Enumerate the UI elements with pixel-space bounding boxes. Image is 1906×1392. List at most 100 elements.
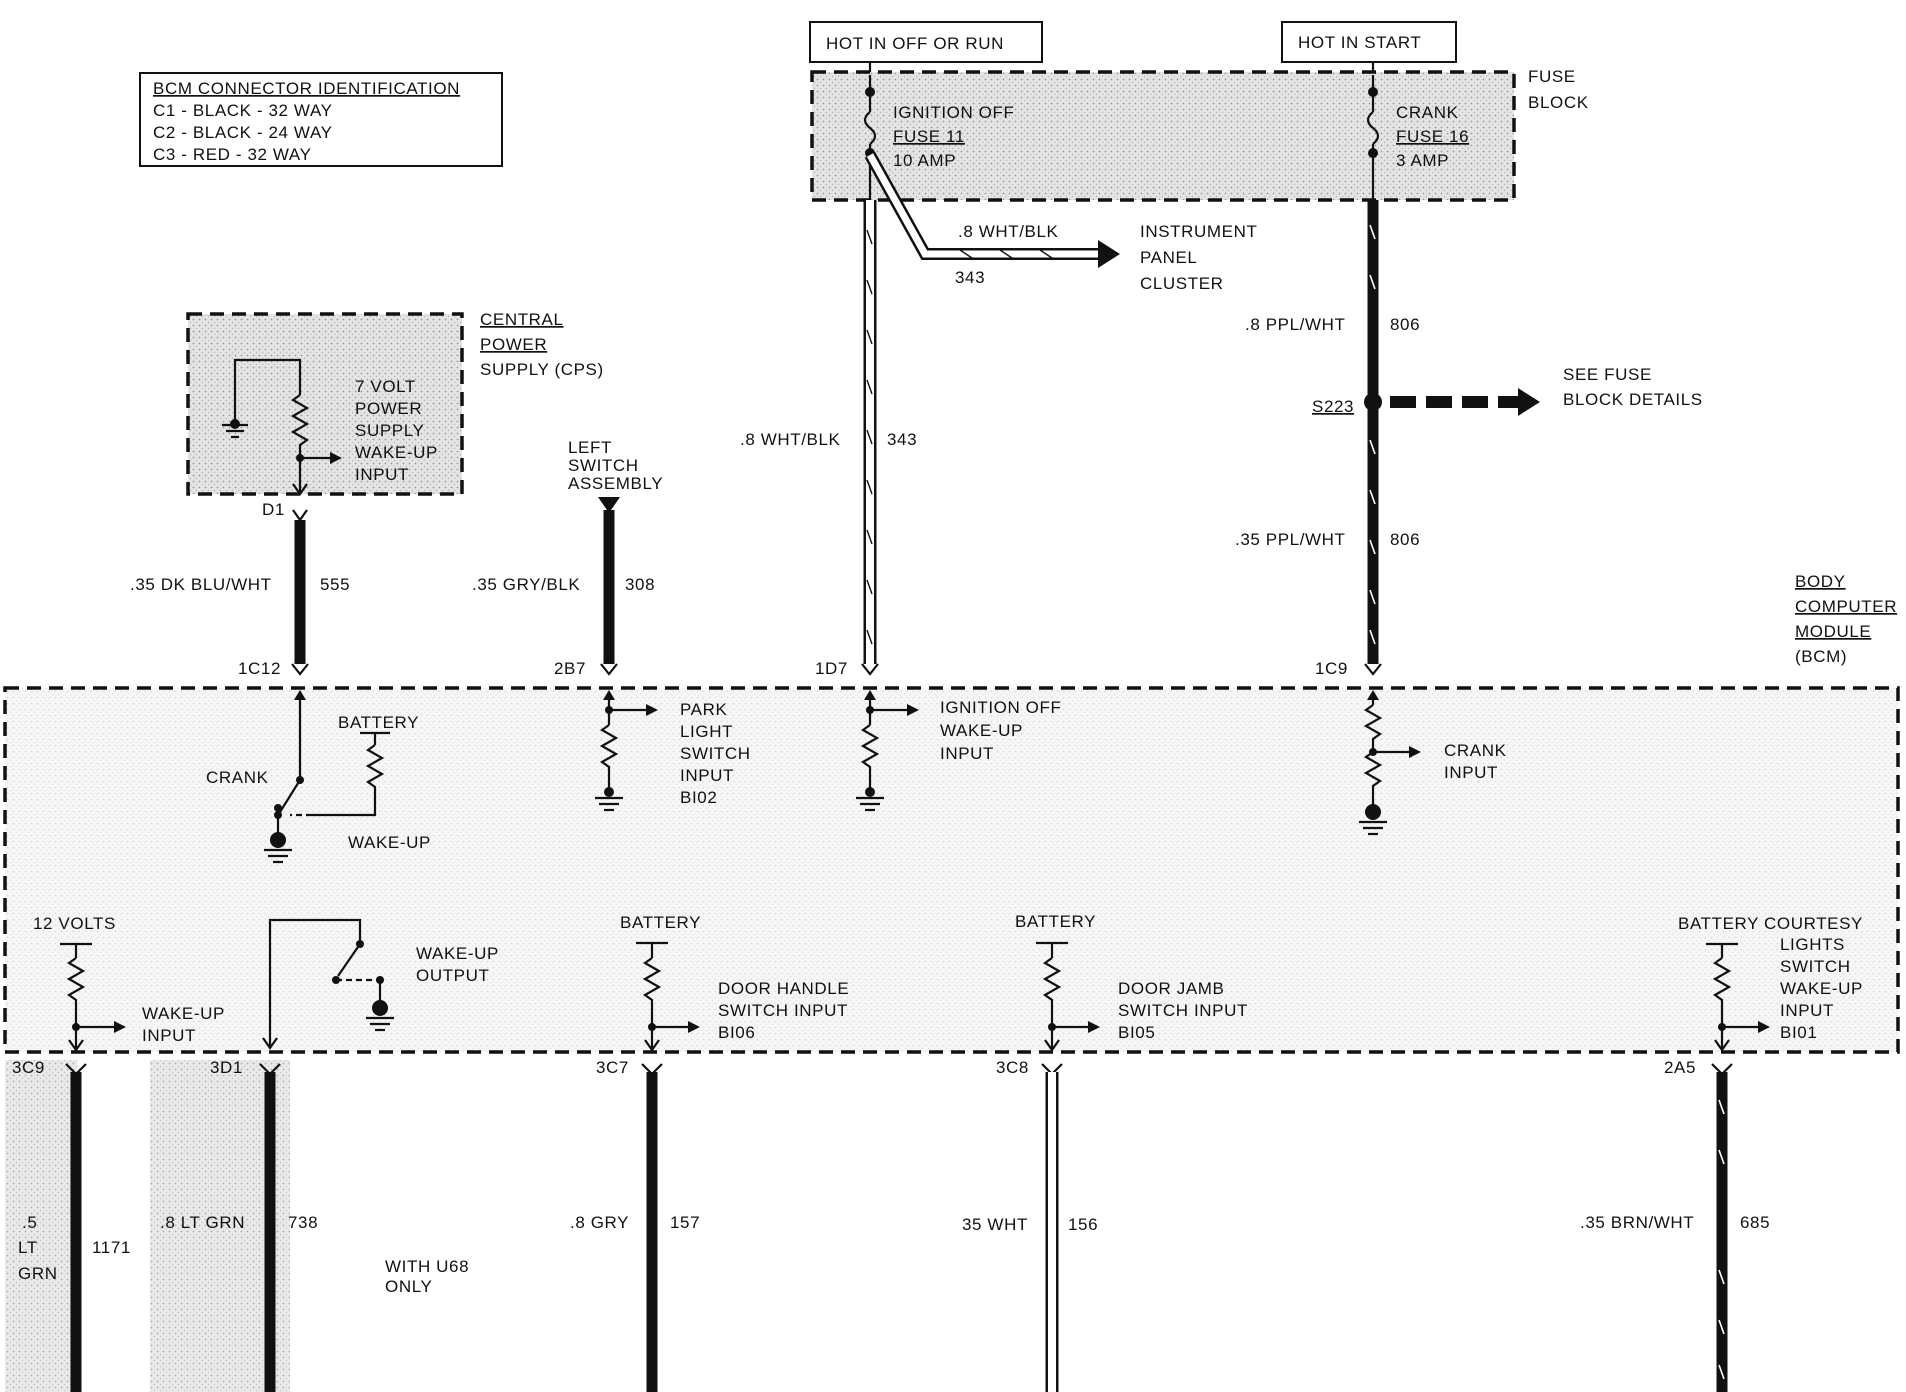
cps-inner-label: POWER xyxy=(355,399,422,418)
park-light-label: INPUT xyxy=(680,766,734,785)
connector-id-box: BCM CONNECTOR IDENTIFICATION C1 - BLACK … xyxy=(139,72,503,167)
battery-label: BATTERY xyxy=(620,913,701,932)
svg-text:HOT IN START: HOT IN START xyxy=(1298,33,1421,52)
pin-label: 3C9 xyxy=(12,1058,45,1077)
cps-box: 7 VOLT POWER SUPPLY WAKE-UP INPUT xyxy=(186,312,464,496)
svg-text:HOT IN OFF OR RUN: HOT IN OFF OR RUN xyxy=(826,34,1004,53)
hot-label-off-run: HOT IN OFF OR RUN xyxy=(809,21,1043,63)
courtesy-label: SWITCH xyxy=(1780,957,1851,976)
wire-308: LEFT SWITCH ASSEMBLY .35 GRY/BLK 308 2B7 xyxy=(472,438,663,678)
cps-label: CENTRAL xyxy=(480,310,564,329)
wakeup-output-label: WAKE-UP xyxy=(416,944,499,963)
fuse-block-label: FUSE xyxy=(1528,67,1576,86)
circuit-number: 555 xyxy=(320,575,350,594)
door-jamb-label: BI05 xyxy=(1118,1023,1155,1042)
option-note: WITH U68 xyxy=(385,1257,469,1276)
wire-label: .8 PPL/WHT xyxy=(1245,315,1345,334)
battery-label: BATTERY xyxy=(338,713,419,732)
fuse16-label: 3 AMP xyxy=(1396,151,1449,170)
left-switch-label: ASSEMBLY xyxy=(568,474,663,493)
pin-label: 1D7 xyxy=(815,659,848,678)
circuit-number: 157 xyxy=(670,1213,700,1232)
courtesy-battery-label: BATTERY COURTESY xyxy=(1678,914,1863,933)
wire-label: .8 GRY xyxy=(570,1213,629,1232)
door-jamb-label: SWITCH INPUT xyxy=(1118,1001,1248,1020)
cps-inner-label: WAKE-UP xyxy=(355,443,438,462)
ipc-label: PANEL xyxy=(1140,248,1198,267)
fuse16-label: FUSE 16 xyxy=(1396,127,1469,146)
pin-label: D1 xyxy=(262,500,285,519)
connector-id-line: C3 - RED - 32 WAY xyxy=(153,145,312,164)
wire-156: 3C8 35 WHT 156 xyxy=(962,1058,1098,1392)
connector-id-line: C2 - BLACK - 24 WAY xyxy=(153,123,333,142)
wire-738: 3D1 .8 LT GRN 738 WITH U68 ONLY xyxy=(150,1058,469,1392)
door-handle-label: DOOR HANDLE xyxy=(718,979,849,998)
wire-1171: 3C9 .5 LT GRN 1171 xyxy=(5,1058,131,1392)
pin-label: 1C12 xyxy=(238,659,281,678)
pin-label: 3C7 xyxy=(596,1058,629,1077)
courtesy-label: INPUT xyxy=(1780,1001,1834,1020)
circuit-number: 738 xyxy=(288,1213,318,1232)
park-light-label: LIGHT xyxy=(680,722,733,741)
wire-label: GRN xyxy=(18,1264,58,1283)
wakeup-input-label: INPUT xyxy=(142,1026,196,1045)
see-fuse-label: SEE FUSE xyxy=(1563,365,1652,384)
bcm-label: COMPUTER xyxy=(1795,597,1897,616)
circuit-number: 685 xyxy=(1740,1213,1770,1232)
crank-label: CRANK xyxy=(206,768,269,787)
wire-685: 2A5 .35 BRN/WHT 685 xyxy=(1580,1058,1770,1392)
wire-label: .35 PPL/WHT xyxy=(1235,530,1346,549)
left-switch-label: LEFT xyxy=(568,438,612,457)
wire-label: .8 WHT/BLK xyxy=(958,222,1059,241)
bcm-label: BODY xyxy=(1795,572,1846,591)
circuit-number: 1171 xyxy=(92,1238,131,1257)
left-switch-label: SWITCH xyxy=(568,456,639,475)
park-light-label: SWITCH xyxy=(680,744,751,763)
pin-label: 2A5 xyxy=(1664,1058,1696,1077)
bcm-box: BODY COMPUTER MODULE (BCM) BATTERY CRANK… xyxy=(3,572,1900,1054)
circuit-number: 343 xyxy=(887,430,917,449)
fuse11-label: 10 AMP xyxy=(893,151,956,170)
pin-label: 3C8 xyxy=(996,1058,1029,1077)
pin-label: 1C9 xyxy=(1315,659,1348,678)
twelve-volts-label: 12 VOLTS xyxy=(33,914,116,933)
cps-label: SUPPLY (CPS) xyxy=(480,360,604,379)
wire-label: LT xyxy=(18,1238,38,1257)
park-light-label: BI02 xyxy=(680,788,717,807)
fuse11-label: IGNITION OFF xyxy=(893,103,1014,122)
park-light-label: PARK xyxy=(680,700,727,719)
wakeup-input-label: WAKE-UP xyxy=(142,1004,225,1023)
wakeup-output-label: OUTPUT xyxy=(416,966,489,985)
fuse16-label: CRANK xyxy=(1396,103,1459,122)
splice-label: S223 xyxy=(1312,397,1354,416)
ign-off-wakeup-label: IGNITION OFF xyxy=(940,698,1061,717)
circuit-number: 343 xyxy=(955,268,985,287)
crank-input-label: INPUT xyxy=(1444,763,1498,782)
wakeup-label: WAKE-UP xyxy=(348,833,431,852)
wire-label: .8 LT GRN xyxy=(160,1213,245,1232)
crank-input-label: CRANK xyxy=(1444,741,1507,760)
ipc-label: INSTRUMENT xyxy=(1140,222,1257,241)
option-note: ONLY xyxy=(385,1277,432,1296)
door-handle-label: SWITCH INPUT xyxy=(718,1001,848,1020)
courtesy-label: WAKE-UP xyxy=(1780,979,1863,998)
hot-label-start: HOT IN START xyxy=(1281,21,1457,63)
ipc-branch: .8 WHT/BLK 343 INSTRUMENT PANEL CLUSTER xyxy=(864,152,1257,293)
wire-label: 35 WHT xyxy=(962,1215,1028,1234)
door-jamb-label: DOOR JAMB xyxy=(1118,979,1224,998)
wire-label: .8 WHT/BLK xyxy=(740,430,841,449)
circuit-number: 156 xyxy=(1068,1215,1098,1234)
door-handle-label: BI06 xyxy=(718,1023,755,1042)
courtesy-label: BI01 xyxy=(1780,1023,1817,1042)
cps-inner-label: 7 VOLT xyxy=(355,377,416,396)
wire-label: .35 DK BLU/WHT xyxy=(130,575,272,594)
wire-555: .35 DK BLU/WHT 555 1C12 xyxy=(130,509,350,678)
wire-label: .5 xyxy=(22,1213,37,1232)
ign-off-wakeup-label: INPUT xyxy=(940,744,994,763)
cps-inner-label: SUPPLY xyxy=(355,421,424,440)
fuse11-label: FUSE 11 xyxy=(893,127,965,146)
pin-label: 3D1 xyxy=(210,1058,243,1077)
cps-label: POWER xyxy=(480,335,547,354)
connector-id-title: BCM CONNECTOR IDENTIFICATION xyxy=(153,79,460,98)
circuit-number: 308 xyxy=(625,575,655,594)
